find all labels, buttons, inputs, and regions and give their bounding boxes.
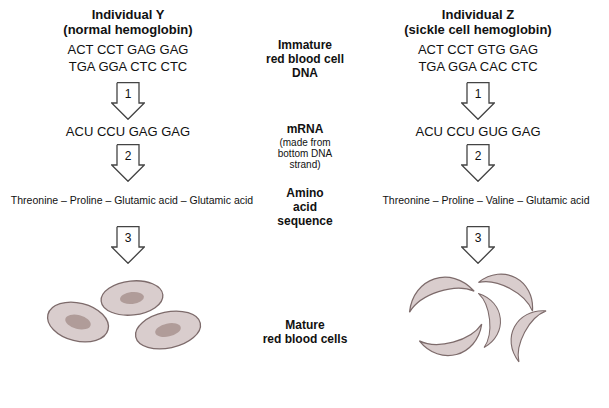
block-arrow: 1: [111, 82, 145, 120]
step-number: 1: [111, 82, 145, 101]
diagram-label: (made from bottom DNA strand): [278, 137, 332, 170]
diagram-label: TGA GGA CTC CTC: [69, 59, 188, 74]
arrow-shape: [112, 83, 145, 120]
diagram-label: TGA GGA CAC CTC: [418, 59, 537, 74]
diagram-label: ACT CCT GAG GAG: [68, 42, 189, 57]
step-number: 2: [111, 144, 145, 163]
arrow-shape: [462, 83, 495, 120]
column-heading: Individual Z (sickle cell hemoglobin): [404, 7, 551, 37]
normal-red-blood-cells: [43, 278, 204, 355]
arrow-shape: [112, 145, 145, 182]
column-heading: Individual Y (normal hemoglobin): [63, 7, 192, 37]
block-arrow: 1: [461, 82, 495, 120]
step-number: 2: [461, 144, 495, 163]
diagram-label: Immature red blood cell DNA: [266, 38, 344, 80]
diagram-label: Mature red blood cells: [263, 318, 348, 346]
block-arrow: 3: [461, 226, 495, 264]
diagram-label: ACU CCU GAG GAG: [66, 124, 190, 139]
diagram-label: Threonine – Proline – Valine – Glutamic …: [382, 194, 589, 207]
diagram-label: Threonine – Proline – Glutamic acid – Gl…: [11, 194, 253, 207]
step-number: 1: [461, 82, 495, 101]
block-arrow: 2: [111, 144, 145, 182]
arrow-shape: [462, 227, 495, 264]
step-number: 3: [111, 226, 145, 245]
diagram-label: Amino acid sequence: [277, 186, 332, 228]
diagram-label: ACU CCU GUG GAG: [415, 124, 540, 139]
block-arrow: 2: [461, 144, 495, 182]
sickle-cells: [402, 263, 546, 363]
diagram-label: mRNA: [287, 122, 324, 136]
step-number: 3: [461, 226, 495, 245]
block-arrow: 3: [111, 226, 145, 264]
diagram-label: ACT CCT GTG GAG: [418, 42, 538, 57]
arrow-shape: [112, 227, 145, 264]
arrow-shape: [462, 145, 495, 182]
